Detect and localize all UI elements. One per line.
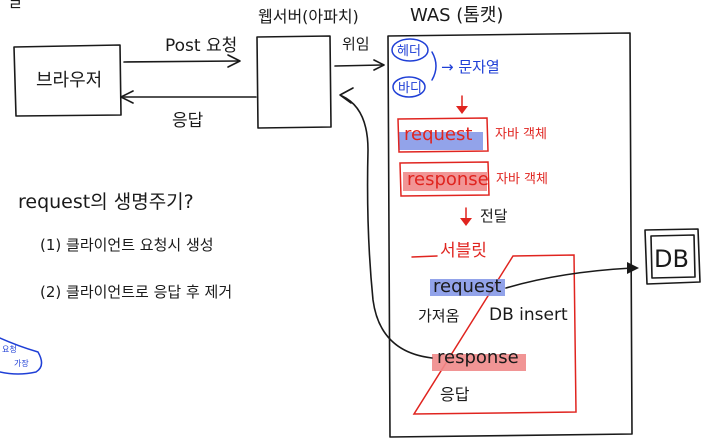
- delegate-arrowhead: [373, 59, 385, 71]
- response-label: 응답: [172, 111, 204, 131]
- margin-note-outline: [0, 337, 43, 375]
- servlet-label: 서블릿: [440, 241, 487, 261]
- header-circle: [391, 38, 429, 62]
- browser-label: 브라우저: [36, 70, 102, 91]
- post-request-label: Post 요청: [165, 36, 237, 56]
- request-highlight: [399, 132, 483, 150]
- response-highlight: [403, 172, 487, 191]
- webserver-box: [256, 35, 332, 129]
- servlet-request-highlight: [430, 279, 505, 296]
- servlet-reply-label: 응답: [440, 385, 470, 404]
- response-object-box: [399, 161, 490, 197]
- servlet-response-label: response: [437, 347, 519, 368]
- top-left-glyph: ㄹ: [8, 0, 23, 14]
- request-object-label: request: [404, 124, 472, 145]
- servlet-response-highlight: [432, 354, 526, 371]
- lifecycle-title: request의 생명주기?: [18, 191, 194, 213]
- request-object-box: [397, 117, 489, 153]
- return-arrowhead: [339, 87, 354, 104]
- red-down-arrowhead-1: [456, 106, 468, 114]
- delegate-label: 위임: [342, 35, 370, 53]
- response-note: 자바 객체: [496, 172, 548, 187]
- string-label: → 문자열: [441, 58, 500, 76]
- lifecycle-item-1: (1) 클라이언트 요청시 생성: [40, 236, 214, 254]
- browser-box: [13, 44, 122, 117]
- post-request-arrow: [123, 60, 239, 63]
- request-note: 자바 객체: [495, 127, 547, 142]
- db-box-inner: [650, 234, 696, 279]
- servlet-db-label: DB insert: [489, 305, 568, 325]
- response-arrowhead: [120, 90, 134, 104]
- db-insert-arrowhead: [627, 262, 639, 274]
- webserver-label: 웹서버(아파치): [258, 7, 359, 26]
- return-arrow: [341, 95, 433, 359]
- body-label: 바디: [398, 81, 422, 96]
- db-label: DB: [654, 245, 689, 273]
- post-request-arrowhead: [227, 54, 241, 68]
- delegate-arrow: [334, 64, 383, 67]
- db-box: [644, 228, 701, 285]
- db-insert-arrow: [505, 267, 633, 289]
- transfer-label: 전달: [480, 207, 508, 225]
- servlet-get-label: 가져옴: [418, 307, 459, 325]
- header-label: 헤더: [397, 44, 421, 59]
- servlet-request-label: request: [433, 276, 501, 297]
- body-circle: [392, 76, 426, 98]
- lifecycle-item-2: (2) 클라이언트로 응답 후 제거: [40, 283, 232, 301]
- margin-note-1: 요청: [2, 345, 17, 354]
- red-down-arrowhead-2: [460, 218, 472, 226]
- header-body-brace: [431, 51, 437, 81]
- was-box: [387, 32, 633, 438]
- was-label: WAS (톰캣): [410, 5, 503, 26]
- response-object-label: response: [407, 169, 489, 190]
- margin-note-2: 가장: [14, 358, 29, 368]
